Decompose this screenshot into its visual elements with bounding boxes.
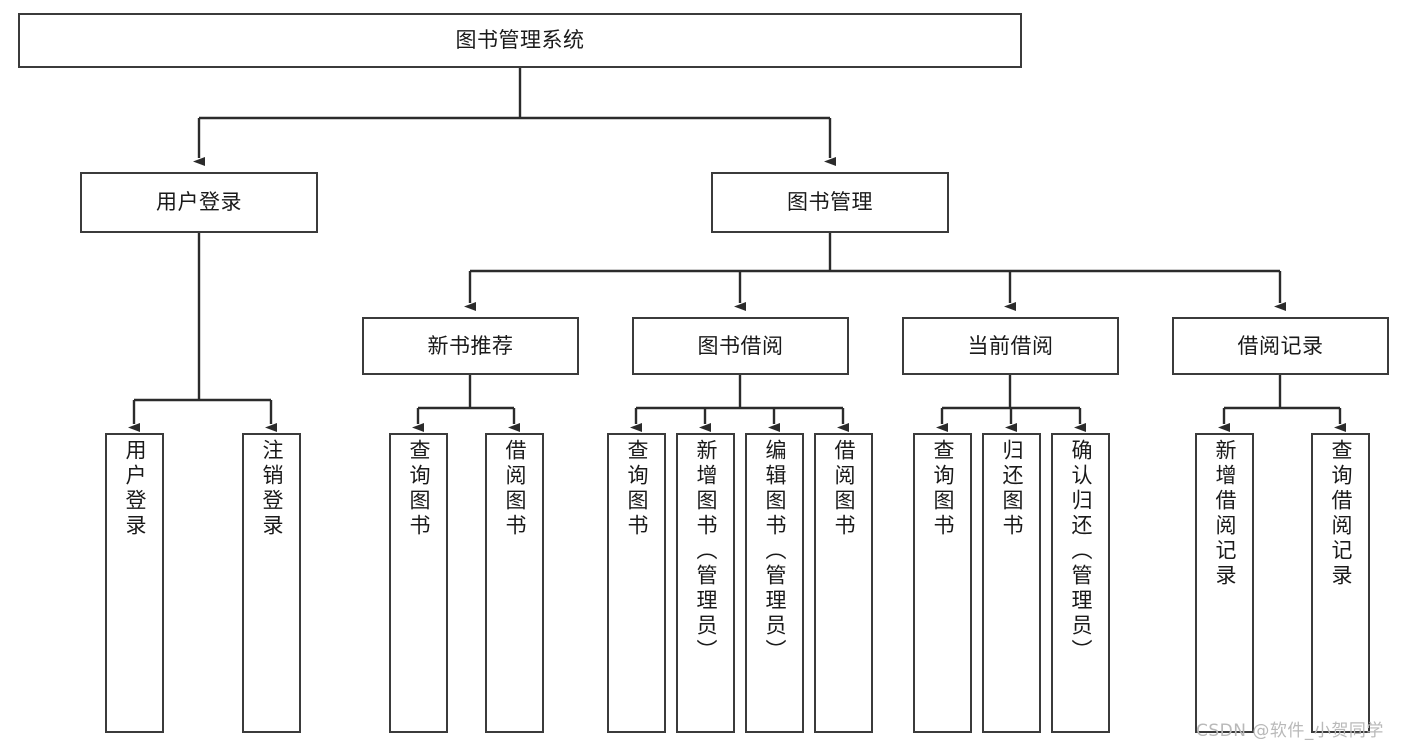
node-user-login[interactable]: 用户登录 [80, 172, 318, 233]
leaf-user-login-login[interactable]: 用户登录 [105, 433, 164, 733]
node-label: 注销登录 [260, 439, 284, 539]
node-label: 归还图书 [1000, 439, 1024, 539]
leaf-borrow-record-add-record[interactable]: 新增借阅记录 [1195, 433, 1254, 733]
node-label: 新书推荐 [427, 333, 514, 358]
leaf-book-borrow-add-book-admin[interactable]: 新增图书（管理员） [676, 433, 735, 733]
node-label: 编辑图书（管理员） [763, 439, 787, 664]
node-label: 用户登录 [123, 439, 147, 539]
node-label: 借阅记录 [1237, 333, 1324, 358]
node-label: 新增图书（管理员） [694, 439, 718, 664]
leaf-current-borrow-return-book[interactable]: 归还图书 [982, 433, 1041, 733]
leaf-new-book-borrow-book[interactable]: 借阅图书 [485, 433, 544, 733]
leaf-current-borrow-query-book[interactable]: 查询图书 [913, 433, 972, 733]
node-label: 图书管理系统 [455, 28, 585, 53]
node-label: 查询图书 [407, 439, 431, 539]
node-label: 查询图书 [625, 439, 649, 539]
node-borrow-record[interactable]: 借阅记录 [1172, 317, 1389, 375]
leaf-borrow-record-query-record[interactable]: 查询借阅记录 [1311, 433, 1370, 733]
node-label: 当前借阅 [967, 333, 1054, 358]
leaf-new-book-query-book[interactable]: 查询图书 [389, 433, 448, 733]
leaf-book-borrow-edit-book-admin[interactable]: 编辑图书（管理员） [745, 433, 804, 733]
node-label: 确认归还（管理员） [1069, 439, 1093, 664]
node-label: 用户登录 [156, 190, 242, 215]
node-new-book-recommend[interactable]: 新书推荐 [362, 317, 579, 375]
node-label: 借阅图书 [503, 439, 527, 539]
node-label: 新增借阅记录 [1213, 439, 1237, 589]
leaf-user-login-logout[interactable]: 注销登录 [242, 433, 301, 733]
node-label: 查询借阅记录 [1329, 439, 1353, 589]
node-root-book-management-system[interactable]: 图书管理系统 [18, 13, 1022, 68]
node-label: 借阅图书 [832, 439, 856, 539]
node-label: 图书管理 [787, 190, 873, 215]
watermark-csdn: CSDN @软件_小贺同学 [1196, 721, 1384, 741]
node-label: 图书借阅 [697, 333, 784, 358]
leaf-current-borrow-confirm-return-admin[interactable]: 确认归还（管理员） [1051, 433, 1110, 733]
node-book-management[interactable]: 图书管理 [711, 172, 949, 233]
node-current-borrow[interactable]: 当前借阅 [902, 317, 1119, 375]
leaf-book-borrow-borrow-book[interactable]: 借阅图书 [814, 433, 873, 733]
leaf-book-borrow-query-book[interactable]: 查询图书 [607, 433, 666, 733]
node-book-borrow[interactable]: 图书借阅 [632, 317, 849, 375]
node-label: 查询图书 [931, 439, 955, 539]
